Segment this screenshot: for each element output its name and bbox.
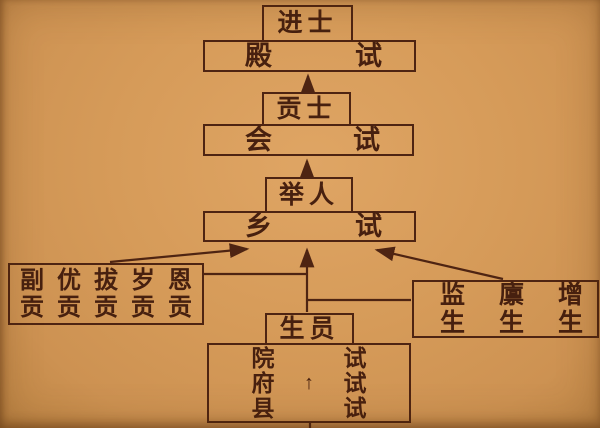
tribute-item: 副 贡: [20, 267, 44, 321]
tribute-students-box: 副 贡 优 贡 拔 贡 岁 贡 恩 贡: [8, 263, 204, 325]
diagonal-arrow-students: [374, 246, 504, 281]
dianshi-char-right: 试: [355, 40, 382, 71]
jinshi-label: 进士: [277, 9, 338, 37]
local-exam: 试: [343, 369, 367, 396]
student-char-top: 增: [557, 281, 583, 309]
tribute-char-top: 拔: [94, 267, 118, 294]
gongshi-label: 贡士: [276, 94, 337, 123]
box-xiangshi: 乡 试: [203, 211, 416, 242]
local-exam: 试: [343, 394, 367, 421]
tribute-char-top: 优: [57, 267, 81, 294]
student-char-top: 廪: [498, 281, 524, 309]
tribute-char-bottom: 贡: [131, 294, 155, 321]
local-exams-box: 院 试 府 ↑ 试 县 试: [207, 343, 411, 423]
tribute-item: 拔 贡: [94, 267, 118, 321]
student-item: 监 生: [440, 281, 465, 337]
student-char-bottom: 生: [557, 309, 583, 337]
box-jinshi: 进士: [262, 5, 353, 40]
up-arrow-icon: ↑: [304, 372, 314, 394]
xiangshi-char-left: 乡: [245, 211, 272, 241]
local-level: 县: [251, 394, 275, 421]
tribute-item: 优 贡: [57, 267, 81, 321]
student-item: 增 生: [558, 281, 583, 337]
tribute-char-top: 恩: [168, 267, 192, 294]
local-level: 院: [251, 344, 275, 371]
government-students-box: 监 生 廪 生 增 生: [412, 280, 599, 338]
xiangshi-char-right: 试: [355, 211, 382, 241]
tribute-char-bottom: 贡: [168, 294, 192, 321]
local-exam: 试: [343, 344, 367, 371]
student-char-bottom: 生: [440, 309, 466, 337]
tribute-char-top: 副: [20, 267, 44, 294]
student-char-bottom: 生: [498, 309, 524, 337]
tribute-char-bottom: 贡: [57, 294, 81, 321]
box-dianshi: 殿 试: [203, 40, 416, 72]
tribute-char-bottom: 贡: [20, 294, 44, 321]
student-item: 廪 生: [499, 281, 524, 337]
diagonal-arrow-tribute: [109, 243, 250, 264]
juren-label: 举人: [278, 180, 339, 209]
tribute-item: 恩 贡: [168, 267, 192, 321]
student-char-top: 监: [440, 281, 466, 309]
local-level: 府: [251, 369, 275, 396]
box-juren: 举人: [265, 177, 353, 211]
box-shengyuan: 生员: [265, 313, 354, 343]
local-exams-grid: 院 试 府 ↑ 试 县 试: [248, 346, 370, 421]
box-gongshi: 贡士: [262, 92, 351, 124]
dianshi-char-left: 殿: [245, 40, 272, 71]
tribute-item: 岁 贡: [131, 267, 155, 321]
box-huishi: 会 试: [203, 124, 414, 156]
tribute-char-top: 岁: [131, 267, 155, 294]
tribute-char-bottom: 贡: [94, 294, 118, 321]
shengyuan-label: 生员: [279, 314, 340, 343]
huishi-char-left: 会: [245, 124, 272, 155]
huishi-char-right: 试: [353, 124, 380, 155]
